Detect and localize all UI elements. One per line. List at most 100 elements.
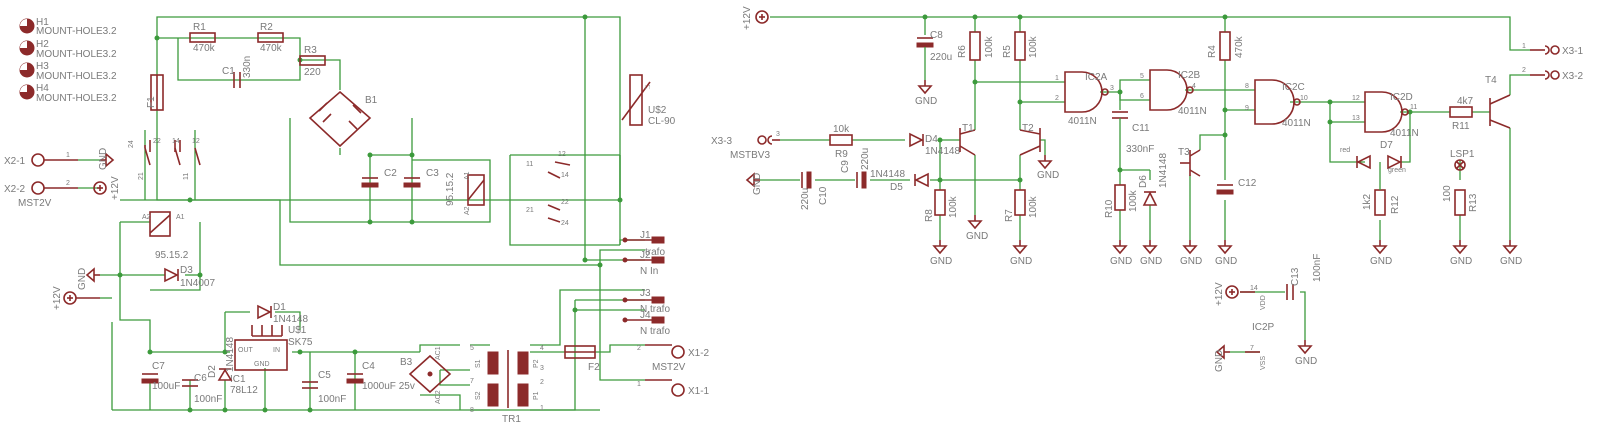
capacitor-c13: C13 100nF GND xyxy=(1286,254,1323,367)
net-label: GND xyxy=(1110,256,1132,267)
net-label: GND xyxy=(77,268,88,290)
connector-x3-3[interactable]: X3-3 3 MSTBV3 xyxy=(711,131,780,161)
part-ref: C4 xyxy=(362,361,375,372)
jumper-pin-icon[interactable] xyxy=(622,317,628,323)
connector-pin-icon[interactable] xyxy=(1544,45,1550,55)
resistor-r1: R1 470k xyxy=(189,22,216,54)
right-junctions xyxy=(922,14,1413,183)
bridge-b1: B1 xyxy=(308,90,378,148)
part-ref: R1 xyxy=(193,22,206,33)
winding-pin: 7 xyxy=(470,378,474,385)
net-label: GND xyxy=(966,231,988,242)
relay-coil-1: A2 A1 95.15.2 xyxy=(142,211,189,261)
pin-ac1: AC1 xyxy=(435,346,442,360)
connector-x2-2[interactable]: X2-2 2 MST2V +12V xyxy=(4,176,121,209)
speaker-icon xyxy=(1454,159,1466,171)
connector-x3-1[interactable]: 1 X3-1 xyxy=(1522,43,1584,57)
connector-pin: 2 xyxy=(637,345,641,352)
jumper-pin-icon[interactable] xyxy=(622,237,628,243)
part-ref: R12 xyxy=(1390,195,1401,214)
part-value: 100nF xyxy=(194,394,222,405)
mount-holes: H1 MOUNT-HOLE3.2 H2 MOUNT-HOLE3.2 H3 MOU… xyxy=(19,17,117,104)
jumper-label: N trafo xyxy=(640,326,670,337)
part-ref: T4 xyxy=(1485,75,1497,86)
part-ref: D7 xyxy=(1380,140,1393,151)
part-ref: R3 xyxy=(304,45,317,56)
connector-pin: 1 xyxy=(66,152,70,159)
contact-pin: 11 xyxy=(183,173,190,180)
contact-pin: 12 xyxy=(558,151,566,158)
ground-icon xyxy=(1503,239,1517,254)
contact-pin: 22 xyxy=(561,199,569,206)
capacitor-c7: C7 100uF xyxy=(141,361,180,392)
connector-x2-1[interactable]: X2-1 1 GND xyxy=(4,148,114,170)
jumper-j2[interactable]: J2 N In xyxy=(622,250,665,277)
capacitor-c12: C12 GND xyxy=(1215,178,1257,267)
supply-ring-icon xyxy=(755,10,769,24)
diode-d5: 1N4148 D5 xyxy=(870,169,929,193)
part-ref: C1 xyxy=(222,66,235,77)
connector-x1-1[interactable]: 1 X1-1 xyxy=(637,379,710,397)
resistor-r3: R3 220 xyxy=(299,45,326,78)
part-ref: C11 xyxy=(1132,123,1150,134)
gate-ref: IC2B xyxy=(1178,70,1201,81)
resistor-r4: R4 470k xyxy=(1207,31,1245,61)
net-label: GND xyxy=(1180,256,1202,267)
relay-pin: A1 xyxy=(176,214,185,221)
part-ref: U$1 xyxy=(288,325,307,336)
part-value: 1000uF 25v xyxy=(362,381,415,392)
part-ref: C7 xyxy=(152,361,165,372)
part-ref: C5 xyxy=(318,370,331,381)
nand-ic2a: 1 2 3 IC2A 4011N xyxy=(1055,71,1114,127)
ground-icon xyxy=(918,79,932,94)
connector-pin-icon[interactable] xyxy=(757,135,767,145)
ntc-arrow-icon: ↓↑ xyxy=(644,84,651,91)
winding-pin: 1 xyxy=(540,405,544,412)
jumper-label: N trafo xyxy=(640,304,670,315)
supply-ring-icon xyxy=(1225,285,1239,299)
part-ref: C6 xyxy=(194,373,207,384)
connector-pin-icon[interactable] xyxy=(31,153,45,167)
connector-x3-2[interactable]: 2 X3-2 xyxy=(1522,67,1584,82)
part-ref: R9 xyxy=(835,149,848,160)
part-value: 100uF xyxy=(152,381,180,392)
part-ref: F2 xyxy=(588,362,600,373)
part-ref: U$2 xyxy=(648,105,667,116)
part-value: 470k xyxy=(193,43,216,54)
connector-pin-icon[interactable] xyxy=(1544,70,1550,80)
jumper-pin-icon[interactable] xyxy=(622,297,628,303)
connector-x1-2[interactable]: 2 X1-2 MST2V xyxy=(637,344,710,373)
relay-pin: A1 xyxy=(464,171,471,180)
relay-pin: A2 xyxy=(142,214,151,221)
transformer-tr1: S1 S2 P2 P1 5 7 8 4 3 2 1 TR1 xyxy=(470,345,544,425)
connector-pin-icon[interactable] xyxy=(671,345,685,359)
part-ref: B1 xyxy=(365,95,378,106)
part-value: SK75 xyxy=(288,337,313,348)
connector-pin-icon[interactable] xyxy=(31,181,45,195)
gate-pin: 13 xyxy=(1352,115,1360,122)
ground-icon xyxy=(933,239,947,254)
winding-pin: 2 xyxy=(540,379,544,386)
part-value: 100k xyxy=(1128,189,1139,212)
jumper-j1[interactable]: J1 trafo xyxy=(622,230,665,258)
jumper-j3[interactable]: J3 N trafo xyxy=(622,288,670,315)
part-ref: R6 xyxy=(957,45,968,58)
part-ref: D6 xyxy=(1138,175,1149,188)
coil-label: P1 xyxy=(533,391,540,400)
part-ref: B3 xyxy=(400,357,413,368)
net-label: GND xyxy=(1010,256,1032,267)
transistor-t2: T2 GND xyxy=(1019,123,1059,181)
transistor-t1: T1 xyxy=(959,123,976,156)
connector-type: MSTBV3 xyxy=(730,150,770,161)
jumper-pin-icon[interactable] xyxy=(622,257,628,263)
winding-pin: 3 xyxy=(540,365,544,372)
connector-pin-icon[interactable] xyxy=(671,383,685,397)
gate-ref: IC2C xyxy=(1282,82,1305,93)
net-label: GND xyxy=(1037,170,1059,181)
resistor-r6: R6 100k xyxy=(957,31,995,61)
ground-icon xyxy=(1453,239,1467,254)
part-ref: D4 xyxy=(925,134,938,145)
ic-pin: 7 xyxy=(1250,345,1254,352)
resistor-r2: R2 470k xyxy=(257,22,284,54)
jumper-j4[interactable]: J4 N trafo xyxy=(622,310,670,337)
